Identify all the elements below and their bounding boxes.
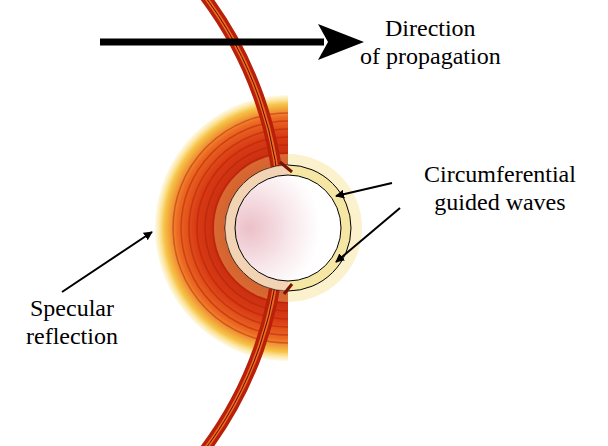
shell-outer <box>225 165 351 291</box>
scattered-halo <box>214 154 362 302</box>
leader-line <box>336 183 392 196</box>
propagation-arrowhead <box>318 24 364 60</box>
leader-line <box>62 232 152 292</box>
propagation-arrow <box>100 39 324 46</box>
wave-entry <box>280 162 292 172</box>
callout-label: Specular reflection <box>26 294 118 350</box>
callout-label: Circumferential guided waves <box>424 160 576 216</box>
direction-label: Direction of propagation <box>360 14 501 70</box>
leader-line <box>336 208 400 262</box>
wave-entry <box>284 284 292 294</box>
shell-inner <box>235 175 341 281</box>
